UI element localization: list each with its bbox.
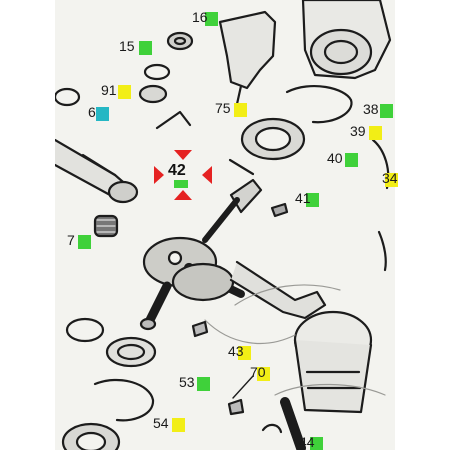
exploded-parts-drawing	[55, 0, 392, 450]
callout-7-number: 7	[67, 232, 75, 248]
callout-91-number: 91	[101, 82, 117, 98]
washer-91	[143, 63, 171, 81]
callout-43-number: 43	[228, 343, 244, 359]
bracket-part	[218, 10, 277, 90]
callout-6-number: 6	[88, 104, 96, 120]
circlip-54	[93, 379, 155, 422]
callout-54-swatch	[172, 418, 185, 432]
callout-43-swatch	[238, 346, 251, 360]
callout-70: 70	[247, 363, 270, 381]
callout-39: 39	[347, 122, 382, 140]
callout-7: 7	[64, 231, 91, 249]
callout-15: 15	[116, 37, 152, 55]
callout-41-swatch	[306, 193, 319, 207]
callout-53: 53	[176, 373, 210, 391]
callout-6-swatch	[96, 107, 109, 121]
callout-91: 91	[98, 81, 131, 99]
callout-7-swatch	[78, 235, 91, 249]
callout-38-number: 38	[363, 101, 379, 117]
callout-39-swatch	[369, 126, 382, 140]
callout-41: 41	[292, 189, 319, 207]
callout-53-swatch	[197, 377, 210, 391]
callout-44-swatch	[310, 437, 323, 450]
callout-44: 44	[296, 433, 323, 450]
callout-34-swatch	[385, 173, 398, 187]
callout-53-number: 53	[179, 374, 195, 390]
callout-38-swatch	[380, 104, 393, 118]
callout-38: 38	[360, 100, 393, 118]
callout-75-number: 75	[215, 100, 231, 116]
gudgeon-pin	[280, 397, 306, 450]
bearing-38	[309, 28, 373, 76]
ring-6	[55, 87, 81, 107]
pin-70	[227, 398, 245, 416]
sleeve-91	[138, 84, 168, 104]
highlight-42-number: 42	[168, 162, 186, 179]
callout-16-number: 16	[192, 9, 208, 25]
callout-43: 43	[225, 342, 251, 360]
callout-70-number: 70	[250, 364, 266, 380]
callout-70-swatch	[257, 367, 270, 381]
callout-75-swatch	[234, 103, 247, 117]
callout-16: 16	[189, 8, 218, 26]
callout-6: 6	[85, 103, 109, 121]
callout-54-number: 54	[153, 415, 169, 431]
callout-44-number: 44	[299, 434, 315, 450]
seal-left	[65, 317, 105, 343]
circlip-39	[285, 84, 353, 124]
callout-40: 40	[324, 149, 358, 167]
callout-15-swatch	[139, 41, 152, 55]
callout-54: 54	[150, 414, 185, 432]
callout-91-swatch	[118, 85, 131, 99]
crankshaft-stub	[229, 178, 263, 214]
nut-15	[166, 31, 194, 51]
callout-16-swatch	[205, 12, 218, 26]
callout-34: 34	[379, 169, 401, 187]
callout-34-number: 34	[382, 170, 398, 186]
callout-39-number: 39	[350, 123, 366, 139]
key-43	[191, 320, 209, 338]
highlight-42: 42	[154, 150, 212, 200]
shaft-end	[144, 281, 172, 327]
callout-40-number: 40	[327, 150, 343, 166]
key-41	[270, 202, 289, 218]
four-arrows-target-icon	[154, 150, 212, 200]
seal-53	[105, 336, 157, 368]
callout-40-swatch	[345, 153, 358, 167]
callout-15-number: 15	[119, 38, 135, 54]
callout-75: 75	[212, 99, 247, 117]
callout-41-number: 41	[295, 190, 311, 206]
parts-diagram-photo	[55, 0, 395, 450]
